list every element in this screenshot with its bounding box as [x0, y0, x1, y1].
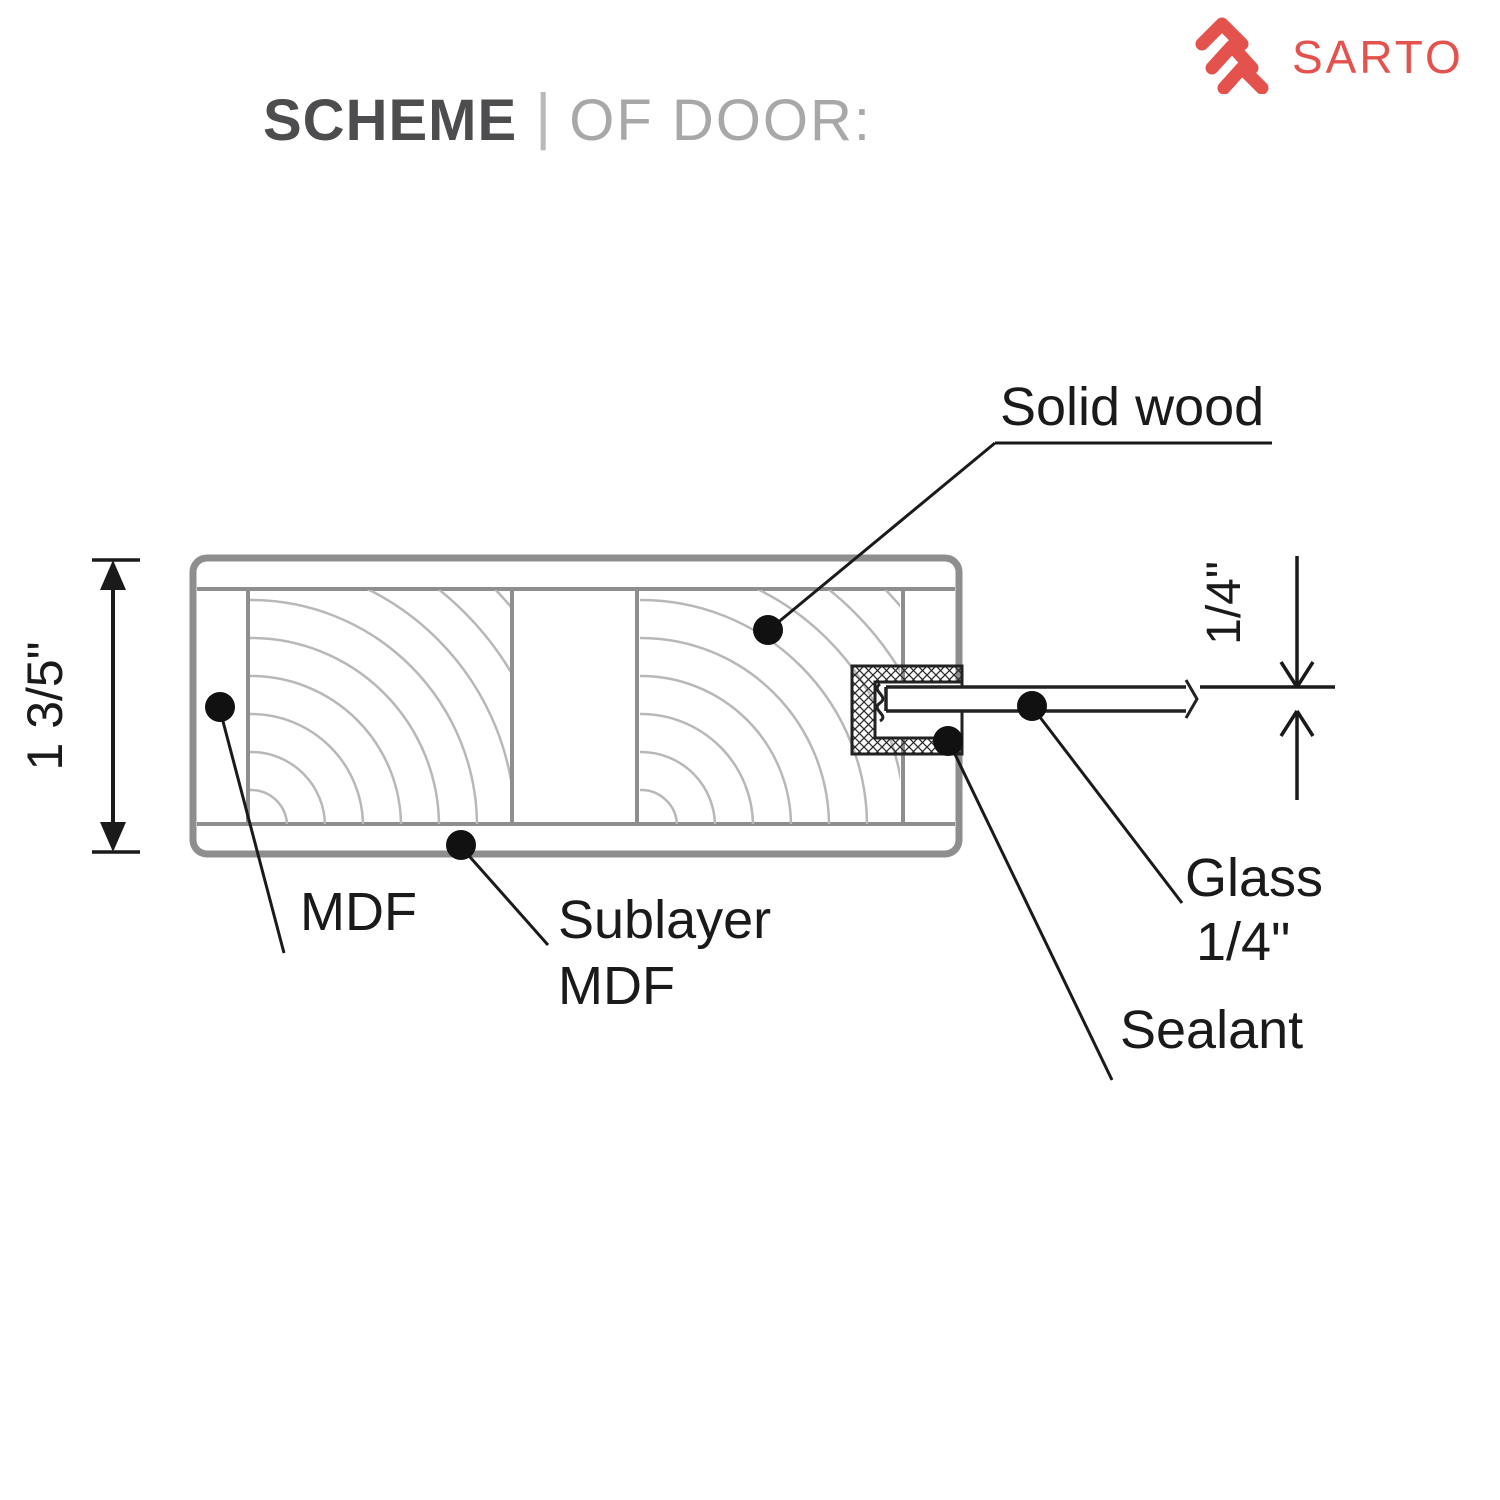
glass-break-symbol: [1184, 679, 1199, 719]
sarto-logo-icon: [1195, 17, 1269, 94]
wood-grain-right: [640, 590, 900, 824]
title-of-door: OF DOOR:: [569, 88, 873, 153]
dot-glass: [1017, 691, 1047, 721]
sealant-bead: [875, 682, 885, 723]
label-sublayer-line2: MDF: [558, 956, 675, 1016]
brand-logo: SARTO: [1188, 14, 1464, 94]
label-door-thickness: 1 3/5": [17, 642, 73, 771]
label-mdf: MDF: [300, 882, 417, 942]
callout-solid-wood: [753, 441, 1272, 645]
label-glass-line2: 1/4": [1196, 912, 1290, 972]
dot-mdf: [205, 692, 235, 722]
dimension-glass-thickness: [1200, 556, 1335, 800]
dot-solid-wood: [753, 615, 783, 645]
callout-sublayer: [446, 830, 550, 946]
wood-grain-left: [250, 590, 510, 824]
callout-sealant: [933, 726, 1114, 1081]
brand-name: SARTO: [1292, 31, 1464, 83]
callout-mdf: [205, 692, 286, 954]
page-title: SCHEME | OF DOOR:: [263, 86, 873, 153]
label-solid-wood: Solid wood: [1000, 377, 1264, 437]
label-sublayer-line1: Sublayer: [558, 890, 771, 950]
label-glass-thickness-dim: 1/4": [1198, 561, 1251, 645]
door-inner-lines: [197, 587, 955, 826]
title-scheme: SCHEME: [263, 88, 518, 153]
label-glass-line1: Glass: [1185, 848, 1323, 908]
dot-sublayer: [446, 830, 476, 860]
dimension-door-thickness: [92, 558, 140, 854]
label-sealant: Sealant: [1120, 1000, 1303, 1060]
dot-sealant: [933, 726, 963, 756]
callout-glass: [1017, 691, 1184, 904]
title-separator: |: [535, 82, 552, 151]
